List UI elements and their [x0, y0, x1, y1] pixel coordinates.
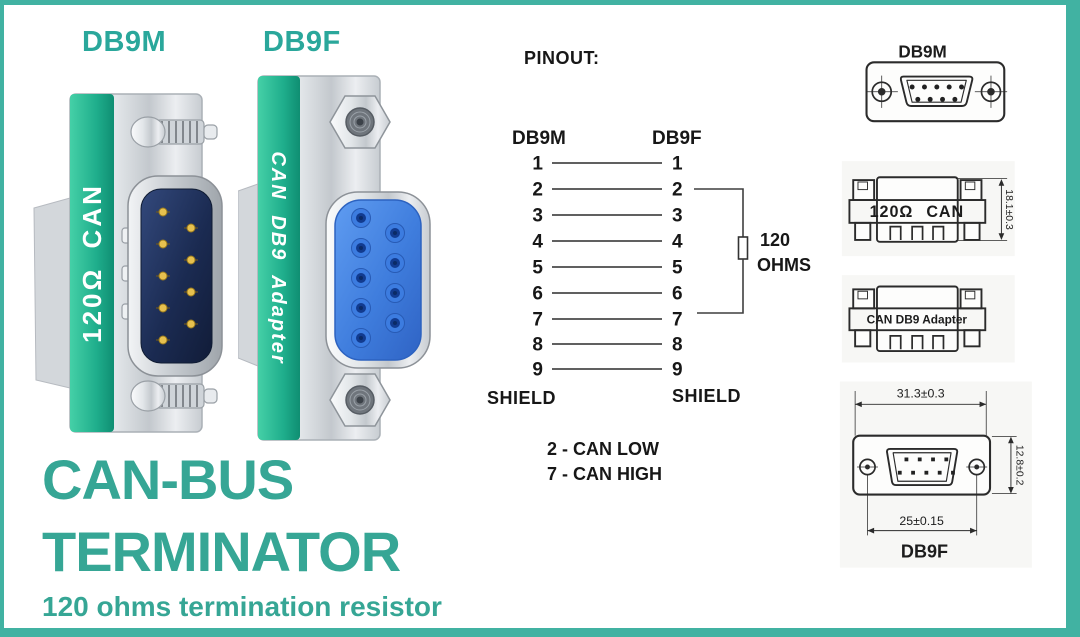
drawing-side-adapter: CAN DB9 Adapter	[841, 275, 1015, 363]
frame-top	[0, 0, 1080, 5]
pin-right-5: 5	[672, 258, 683, 279]
pin-rows: 1 1 2 2 3 3 4 4 5 5 6 6 7 7 8 8 9	[532, 154, 683, 381]
resistor-value: 120	[760, 230, 790, 250]
dim-height-18-label: 18.1±0.3	[1003, 189, 1014, 230]
frame-right	[1066, 0, 1080, 637]
photo-label-db9f: DB9F	[263, 26, 341, 58]
male-pins	[156, 207, 198, 345]
termination-resistor-circuit: 120 OHMS	[694, 188, 811, 314]
hex-nut-bottom	[329, 373, 391, 427]
dim-width-31-label: 31.3±0.3	[897, 387, 945, 401]
pin-right-9: 9	[672, 360, 683, 381]
resistor-symbol	[737, 236, 749, 260]
pin-left-1: 1	[532, 154, 543, 175]
note-can-low: 2 - CAN LOW	[547, 439, 659, 459]
dim-pitch-25: 25±0.15	[867, 474, 978, 536]
pinout-title: PINOUT:	[524, 48, 600, 68]
rear-shell	[238, 183, 259, 367]
jackscrew-right	[974, 75, 1008, 108]
dim-height-12-label: 12.8±0.2	[1014, 445, 1025, 486]
drawing-side-120ohm: 120Ω CAN 18.1±0.3	[841, 161, 1015, 257]
female-dsub	[325, 191, 431, 369]
pin-left-7: 7	[532, 310, 543, 331]
drawing-band-120ohm-can: 120Ω CAN	[870, 203, 965, 221]
photo-db9f-connector: CAN DB9 Adapter	[238, 75, 431, 441]
note-can-high: 7 - CAN HIGH	[547, 464, 662, 484]
rear-shell	[33, 197, 71, 389]
frame-left	[0, 0, 4, 637]
pin-right-4: 4	[672, 232, 683, 253]
pin-right-3: 3	[672, 206, 683, 227]
thumbscrew-bottom	[130, 380, 218, 412]
footer-title-line2: TERMINATOR	[42, 520, 401, 583]
pin-left-4: 4	[532, 232, 543, 253]
resistor-unit: OHMS	[757, 255, 811, 275]
female-sockets	[351, 208, 405, 348]
footer-title-line1: CAN-BUS	[42, 448, 294, 511]
pin-right-8: 8	[672, 335, 683, 356]
drawing-db9f-face: 31.3±0.3	[839, 381, 1032, 568]
pin-right-1: 1	[672, 154, 683, 175]
pin-left-5: 5	[532, 258, 543, 279]
photo-db9m-connector: 120Ω CAN	[33, 93, 223, 433]
male-dsub	[127, 175, 223, 377]
frame-bottom	[0, 628, 1080, 637]
footer-subtitle: 120 ohms termination resistor	[42, 591, 442, 622]
technical-drawings: DB9M	[839, 43, 1032, 568]
band-print-can-db9-adapter: CAN DB9 Adapter	[267, 151, 289, 364]
pin-right-2: 2	[672, 180, 683, 201]
drawing-db9m-face: DB9M	[865, 43, 1008, 123]
drawing-db9f-label: DB9F	[901, 541, 948, 561]
drawing-band-can-db9-adapter: CAN DB9 Adapter	[867, 313, 968, 327]
jackscrew-left	[865, 75, 898, 108]
drawing-db9m-label: DB9M	[898, 43, 946, 62]
photo-label-db9m: DB9M	[82, 26, 167, 58]
male-pin-dots	[909, 84, 964, 102]
dim-width-31: 31.3±0.3	[854, 387, 987, 436]
dim-height-12: 12.8±0.2	[991, 436, 1025, 494]
dim-height-18: 18.1±0.3	[955, 178, 1014, 241]
dim-pitch-25-label: 25±0.15	[899, 514, 944, 528]
thumbscrew-top	[130, 116, 218, 148]
teal-band	[70, 94, 114, 432]
pin-right-7: 7	[672, 310, 683, 331]
pin-left-2: 2	[532, 180, 543, 201]
pinout-header-db9m: DB9M	[512, 128, 566, 149]
pinout-diagram: PINOUT: DB9M DB9F 1 1 2 2 3 3 4 4 5 5 6 …	[487, 48, 811, 484]
pin-left-3: 3	[532, 206, 543, 227]
pin-left-8: 8	[532, 335, 543, 356]
pin-left-9: 9	[532, 360, 543, 381]
band-print-120ohm-can: 120Ω CAN	[77, 183, 107, 343]
shield-left: SHIELD	[487, 388, 556, 408]
shield-right: SHIELD	[672, 386, 741, 406]
pin-left-6: 6	[532, 284, 543, 305]
hex-nut-top	[329, 95, 391, 149]
teal-band	[258, 76, 300, 440]
female-pin-dots	[897, 457, 955, 475]
pin-right-6: 6	[672, 284, 683, 305]
pinout-header-db9f: DB9F	[652, 128, 702, 149]
